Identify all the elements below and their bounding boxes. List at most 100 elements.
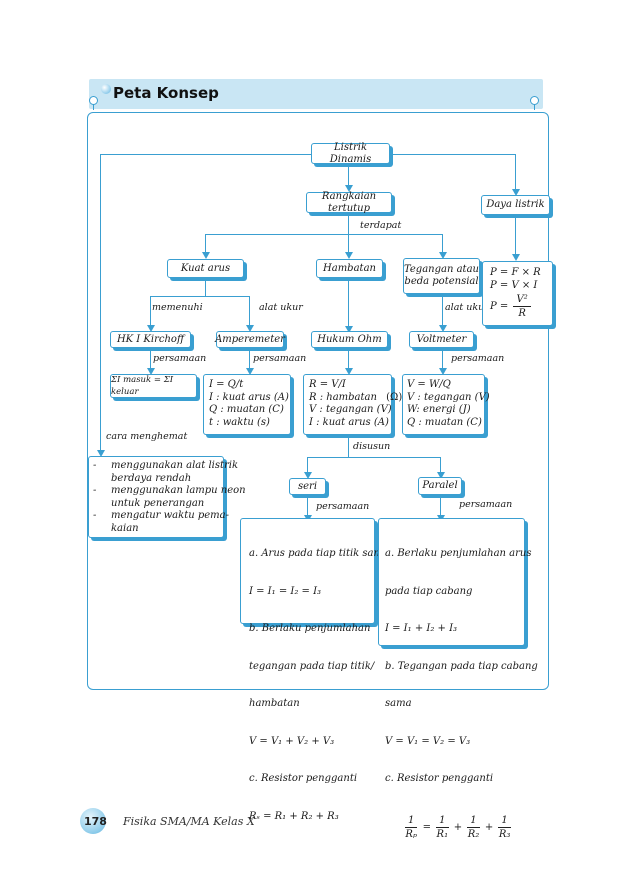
paralel-box: a. Berlaku penjumlahan arus pada tiap ca… [378, 518, 538, 840]
paralel-op-2: + [453, 821, 463, 833]
node-hk-kirchoff: HK I Kirchoff [110, 331, 191, 348]
seri-line-8: Rₛ = R₁ + R₂ + R₃ [249, 810, 339, 822]
seri-line-3: b. Berlaku penjumlahan [249, 623, 371, 634]
hemat-line-1: -menggunakan alat listrik [93, 460, 239, 471]
daya-formula-3: P = V² R [490, 293, 552, 320]
node-paralel-label: Paralel [422, 480, 458, 491]
node-tegangan: Tegangan atau beda potensial [403, 258, 480, 294]
paralel-line-4: b. Tegangan pada tiap cabang [385, 660, 538, 672]
node-tegangan-line1: Tegangan atau [404, 264, 479, 275]
node-rangkaian-label: Rangkaian tertutup [321, 190, 377, 214]
seri-box: a. Arus pada tiap titik sama I = I₁ = I₂… [240, 518, 389, 822]
paralel-op-1: = [422, 821, 431, 833]
node-hambatan-label: Hambatan [323, 262, 376, 274]
seri-line-4: tegangan pada tiap titik/ [249, 660, 375, 672]
node-kuat-arus-label: Kuat arus [180, 262, 231, 274]
node-daya-listrik: Daya listrik [481, 195, 550, 215]
label-terdapat: terdapat [360, 220, 402, 231]
daya-formula-3-left: P = [490, 301, 509, 312]
node-tegangan-line2: beda potensial [404, 276, 479, 287]
node-listrik-dinamis-label: Listrik Dinamis [329, 141, 372, 165]
ohm-line-4: I : kuat arus (A) [309, 416, 389, 428]
seri-line-7: c. Resistor pengganti [249, 773, 358, 784]
hemat-line-5: -mengatur waktu pema- [93, 510, 229, 521]
volt-line-4: Q : muatan (C) [407, 416, 482, 428]
label-persamaan-3: persamaan [451, 353, 505, 364]
node-kuat-arus: Kuat arus [167, 259, 244, 278]
ampere-line-1: I = Q/t [209, 379, 244, 390]
page-number-badge [80, 808, 106, 834]
label-persamaan-1: persamaan [153, 353, 207, 364]
label-persamaan-2: persamaan [253, 353, 307, 364]
node-voltmeter-label: Voltmeter [416, 333, 467, 345]
ampere-line-3: Q : muatan (C) [209, 404, 284, 415]
seri-line-1: a. Arus pada tiap titik sama [249, 548, 389, 559]
node-seri-label: seri [297, 480, 318, 492]
ring-left-icon [89, 96, 98, 105]
node-hukum-ohm: Hukum Ohm [311, 331, 388, 348]
daya-formula-box: P = F × R P = V × I P = V² R [482, 261, 553, 326]
kirchoff-formula-box: ΣI masuk = ΣI keluar [110, 374, 197, 398]
header-bar [89, 79, 543, 109]
node-ohm-label: Hukum Ohm [317, 333, 382, 345]
seri-line-2: I = I₁ = I₂ = I₃ [249, 585, 322, 597]
paralel-line-1: a. Berlaku penjumlahan arus [385, 548, 532, 559]
paralel-line-7: c. Resistor pengganti [385, 773, 494, 784]
paralel-line-3: I = I₁ + I₂ + I₃ [385, 623, 458, 634]
label-persamaan-4: persamaan [316, 501, 370, 512]
node-seri: seri [289, 478, 326, 495]
node-voltmeter: Voltmeter [409, 331, 474, 348]
concept-map-frame [87, 112, 549, 690]
volt-formula-box: V = W/Q V : tegangan (V) W: energi (J) Q… [402, 374, 490, 435]
node-hambatan: Hambatan [316, 259, 383, 278]
ring-right-icon [530, 96, 539, 105]
ampere-line-2: I : kuat arus (A) [209, 391, 289, 403]
node-amperemeter: Amperemeter [215, 331, 285, 348]
hemat-box: -menggunakan alat listrik berdaya rendah… [88, 456, 246, 538]
page-number: 178 [84, 815, 107, 828]
page-title: Peta Konsep [113, 84, 219, 102]
paralel-line-6: V = V₁ = V₂ = V₃ [385, 735, 471, 747]
ampere-line-4: t : waktu (s) [209, 416, 270, 428]
node-paralel: Paralel [418, 477, 462, 495]
bubble-icon [101, 84, 111, 94]
node-rangkaian-tertutup: Rangkaian tertutup [306, 190, 392, 214]
book-title: Fisika SMA/MA Kelas X [123, 815, 255, 828]
node-daya-label: Daya listrik [486, 199, 545, 210]
ampere-formula-box: I = Q/t I : kuat arus (A) Q : muatan (C)… [203, 374, 291, 435]
volt-line-1: V = W/Q [407, 379, 451, 390]
label-memenuhi: memenuhi [152, 302, 203, 313]
hemat-line-3: -menggunakan lampu neon [93, 485, 246, 496]
daya-fraction: V² R [513, 293, 531, 320]
label-cara-menghemat: cara menghemat [106, 431, 188, 442]
daya-frac-num: V² [513, 293, 531, 307]
hemat-line-2: berdaya rendah [111, 472, 192, 484]
ohm-formula-box: R = V/I R : hambatan (Ω) V : tegangan (V… [303, 374, 402, 435]
hemat-line-4: untuk penerangan [111, 497, 205, 509]
label-persamaan-5: persamaan [459, 499, 513, 510]
ohm-unit: (Ω) [386, 391, 403, 403]
volt-line-2: V : tegangan (V) [407, 391, 490, 403]
paralel-line-5: sama [385, 698, 412, 709]
node-amperemeter-label: Amperemeter [215, 333, 285, 345]
kirchoff-formula: ΣI masuk = ΣI keluar [111, 374, 174, 398]
seri-line-5: hambatan [249, 698, 300, 709]
node-kirchoff-label: HK I Kirchoff [116, 333, 185, 345]
daya-frac-den: R [518, 308, 526, 319]
ohm-line-3: V : tegangan (V) [309, 404, 392, 415]
paralel-line-2: pada tiap cabang [385, 585, 473, 597]
daya-formula-1: P = F × R [490, 267, 541, 278]
ohm-line-1: R = V/I [309, 379, 346, 390]
hemat-line-6: kaian [111, 522, 139, 534]
seri-line-6: V = V₁ + V₂ + V₃ [249, 735, 335, 747]
daya-formula-2: P = V × I [490, 279, 538, 291]
ohm-line-2-text: R : hambatan [309, 391, 377, 403]
label-disusun: disusun [353, 441, 391, 452]
node-listrik-dinamis: Listrik Dinamis [311, 141, 390, 165]
label-alat-ukur-1: alat ukur [259, 302, 303, 313]
